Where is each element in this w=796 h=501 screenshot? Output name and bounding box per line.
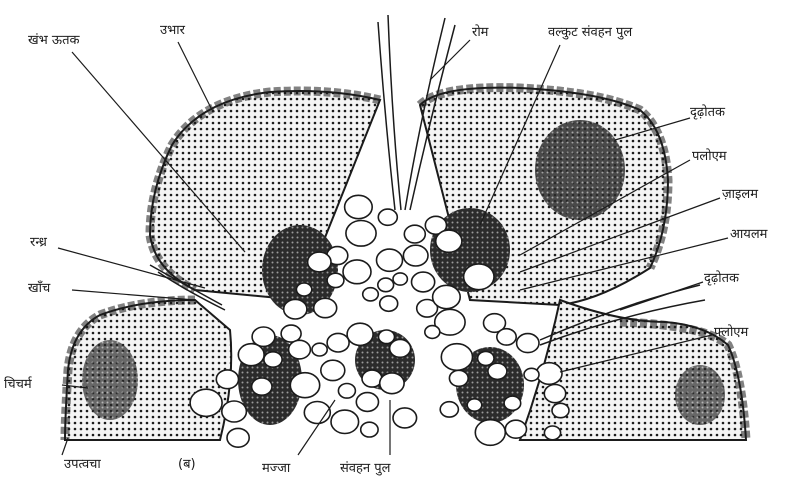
label-randhra: रन्ध्र (30, 236, 47, 249)
label-dridhotak-top: दृढ़ोतक (690, 106, 725, 119)
pith-cell (338, 384, 355, 399)
label-jaylam: आयलम (730, 228, 767, 241)
dark-patch-7 (82, 340, 138, 420)
pith-cell (441, 344, 472, 371)
pith-cell (227, 428, 249, 447)
pith-cell (312, 343, 327, 356)
label-majja: मज्जा (262, 462, 290, 475)
pith-cell (467, 399, 482, 411)
pith-cell (390, 340, 411, 358)
pith-cell (449, 370, 468, 386)
label-chirm: चिचर्म (4, 378, 32, 391)
pith-cell (363, 288, 379, 301)
label-floyem: फ्लोएम (714, 326, 748, 339)
pith-cell (321, 360, 345, 380)
pith-cell (464, 264, 494, 290)
pith-cell (327, 273, 344, 287)
label-pallogen: पलोएम (692, 150, 727, 163)
panel-tag: (ब) (178, 458, 196, 471)
pith-cell (478, 351, 494, 365)
pith-cell (343, 260, 371, 284)
pith-cell (308, 252, 331, 272)
label-rom: रोम (472, 26, 488, 39)
pith-cell (238, 344, 264, 366)
pith-cell (296, 283, 311, 296)
pith-cell (505, 420, 526, 438)
label-upatwacha: उपत्वचा (64, 458, 101, 471)
pith-cell (433, 285, 461, 308)
pith-cell (216, 370, 238, 389)
pith-cell (281, 325, 301, 342)
pith-cell (377, 249, 403, 271)
pith-cell (356, 393, 378, 412)
pith-cell (314, 298, 337, 317)
pith-cell (264, 352, 282, 367)
pith-cell (436, 230, 462, 252)
pith-cell (380, 373, 404, 394)
pith-cell (552, 403, 569, 417)
pith-cell (346, 221, 376, 247)
pith-cell (190, 389, 222, 416)
pith-cell (475, 420, 505, 446)
label-zylem: ज़ाइलम (722, 188, 758, 201)
pith-cell (361, 422, 378, 437)
label-dridhotak-right: दृढ़ोतक (704, 272, 739, 285)
pith-cell (544, 385, 565, 403)
pith-cell (222, 401, 247, 422)
pith-cell (504, 396, 521, 410)
label-khambh-utak: खंभ ऊतक (28, 34, 80, 47)
pith-cell (347, 323, 373, 345)
pith-cell (380, 296, 398, 311)
pith-cell (412, 272, 435, 292)
pith-cell (536, 363, 562, 385)
pith-cell (378, 209, 397, 225)
pith-cell (404, 225, 425, 243)
pith-cell (327, 333, 349, 352)
pith-cell (524, 368, 539, 381)
pith-cell (440, 402, 458, 417)
pith-cell (497, 329, 516, 345)
pith-cell (517, 334, 539, 353)
pith-cell (378, 278, 394, 292)
pith-cell (289, 340, 311, 359)
pith-cell (488, 363, 507, 379)
pith-cell (544, 426, 560, 440)
dark-patch-6 (535, 120, 625, 220)
dark-patch-8 (675, 365, 725, 425)
pith-cell (345, 195, 373, 218)
pith-cell (331, 410, 359, 433)
label-khanch: खाँच (28, 282, 50, 295)
label-valkut-sanvahan-pul: वल्कुट संवहन पुल (548, 26, 632, 39)
pith-cell (393, 273, 407, 285)
pith-cell (425, 326, 440, 339)
pith-cell (252, 378, 272, 395)
pith-cell (290, 373, 319, 398)
label-ubhar: उभार (160, 24, 185, 37)
pith-cell (284, 299, 307, 319)
label-sanvahan-pul: संवहन पुल (340, 462, 390, 475)
pith-cell (393, 408, 417, 428)
pith-cell (403, 245, 428, 266)
